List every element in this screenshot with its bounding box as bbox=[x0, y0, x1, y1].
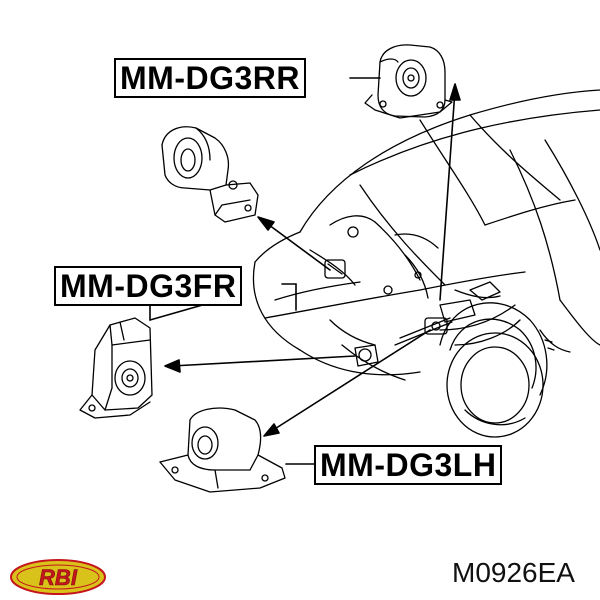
part-label-front-right: MM-DG3FR bbox=[54, 266, 243, 306]
left-mount-illustration bbox=[79, 317, 153, 419]
part-code: M0926EA bbox=[452, 557, 575, 588]
vehicle-body-outline bbox=[252, 89, 600, 438]
svg-text:RBI: RBI bbox=[39, 565, 78, 590]
part-label-rear-right: MM-DG3RR bbox=[114, 58, 306, 98]
part-label-left-hand: MM-DG3LH bbox=[314, 445, 503, 485]
rear-right-mount-illustration bbox=[364, 44, 453, 119]
rbi-logo: RBI bbox=[10, 559, 106, 595]
leader-lines bbox=[149, 77, 461, 465]
front-right-mount-illustration bbox=[161, 126, 259, 223]
left-hand-mount-illustration bbox=[159, 407, 286, 493]
